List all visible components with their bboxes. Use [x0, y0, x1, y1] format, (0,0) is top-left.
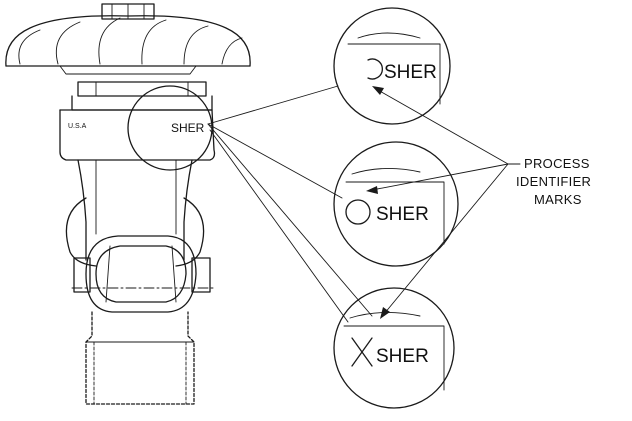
handwheel: [5, 3, 251, 75]
arrowhead-1: [372, 86, 384, 95]
callout-arrows: [366, 86, 521, 319]
valve-manufacturer-mark: SHER: [171, 121, 205, 135]
origin-mark: U.S.A: [68, 123, 87, 130]
arrowhead-3: [380, 307, 390, 319]
bonnet-nut: [59, 81, 213, 111]
detail-3-mark-text: SHER: [376, 346, 429, 367]
arrowhead-2: [366, 186, 378, 194]
c-process-mark: [367, 58, 384, 80]
detail-view-x-mark: SHER: [333, 287, 455, 409]
detail-2-mark-text: SHER: [376, 204, 429, 225]
valve-body: U.S.A SHER: [5, 3, 251, 405]
threaded-connector: [85, 311, 195, 405]
callout-line-2: IDENTIFIER: [516, 174, 591, 189]
outlet-fitting: [71, 235, 215, 313]
callout-line-1: PROCESS: [524, 156, 590, 171]
callout-line-3: MARKS: [534, 192, 582, 207]
valve-stem-section: [65, 159, 205, 267]
detail-view-c-mark: SHER: [333, 7, 451, 125]
process-identifier-label: PROCESS IDENTIFIER MARKS: [516, 156, 591, 207]
x-process-mark: [351, 337, 373, 367]
detail-1-mark-text: SHER: [384, 62, 437, 83]
o-process-mark: [345, 199, 371, 225]
valve-upper-body: U.S.A SHER: [59, 85, 216, 171]
detail-view-o-mark: SHER: [333, 141, 459, 267]
projection-lines: [207, 85, 373, 323]
